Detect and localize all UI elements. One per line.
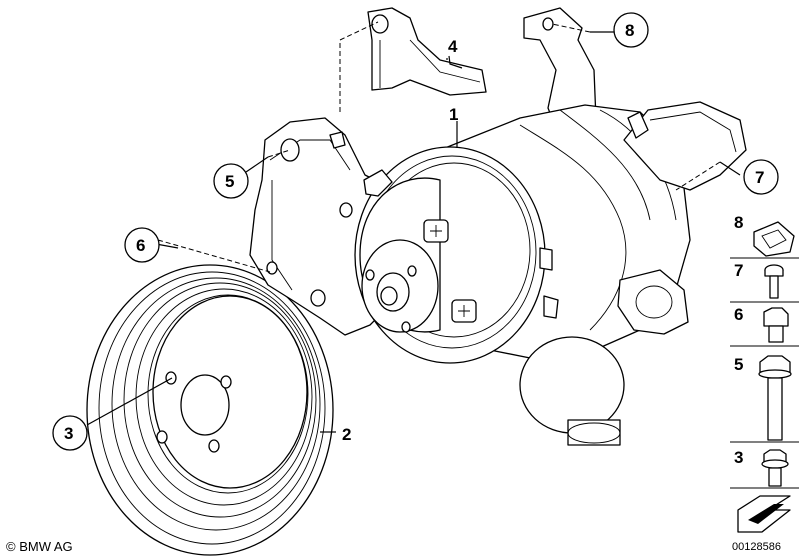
legend-item-8: 8: [734, 213, 795, 257]
power-steering-pump: [354, 101, 747, 446]
leader-7: [719, 161, 741, 176]
svg-text:1: 1: [449, 105, 458, 124]
leader-5: [245, 156, 269, 173]
leader-lines: [86, 21, 741, 433]
legend-item-6: 6: [734, 305, 789, 343]
callout-1: 1: [449, 105, 458, 124]
legend-item-3: 3: [734, 448, 789, 487]
svg-text:7: 7: [734, 261, 743, 280]
small-bolt-icon: [764, 264, 784, 299]
parts-legend: 8 7 6 5: [730, 213, 799, 533]
callout-3: 3: [52, 415, 88, 451]
callout-7: 7: [743, 159, 779, 195]
legend-item-7: 7: [734, 261, 784, 299]
svg-text:5: 5: [734, 355, 743, 374]
support-bracket: [367, 7, 487, 96]
svg-text:5: 5: [225, 172, 234, 191]
callout-6: 6: [124, 227, 160, 263]
svg-text:3: 3: [734, 448, 743, 467]
svg-text:8: 8: [734, 213, 743, 232]
callout-4: 4: [448, 37, 458, 56]
clip-nut-icon: [753, 221, 795, 257]
callout-5: 5: [213, 163, 249, 199]
callout-2: 2: [342, 425, 351, 444]
legend-item-5: 5: [734, 355, 792, 441]
svg-text:6: 6: [136, 236, 145, 255]
svg-text:3: 3: [64, 424, 73, 443]
svg-text:6: 6: [734, 305, 743, 324]
svg-text:8: 8: [625, 21, 634, 40]
document-number: 00128586: [732, 541, 781, 553]
copyright-notice: © BMW AG: [6, 539, 73, 554]
long-bolt-icon: [758, 355, 792, 441]
flange-bolt-icon: [761, 449, 789, 487]
svg-text:7: 7: [755, 168, 764, 187]
direction-arrow-icon: [737, 495, 791, 533]
svg-text:2: 2: [342, 425, 351, 444]
hex-bolt-short-icon: [763, 307, 789, 343]
pulley: [86, 264, 334, 556]
leader-6: [155, 243, 179, 249]
leader-3: [86, 377, 173, 426]
svg-text:4: 4: [448, 37, 458, 56]
callout-8: 8: [613, 12, 649, 48]
